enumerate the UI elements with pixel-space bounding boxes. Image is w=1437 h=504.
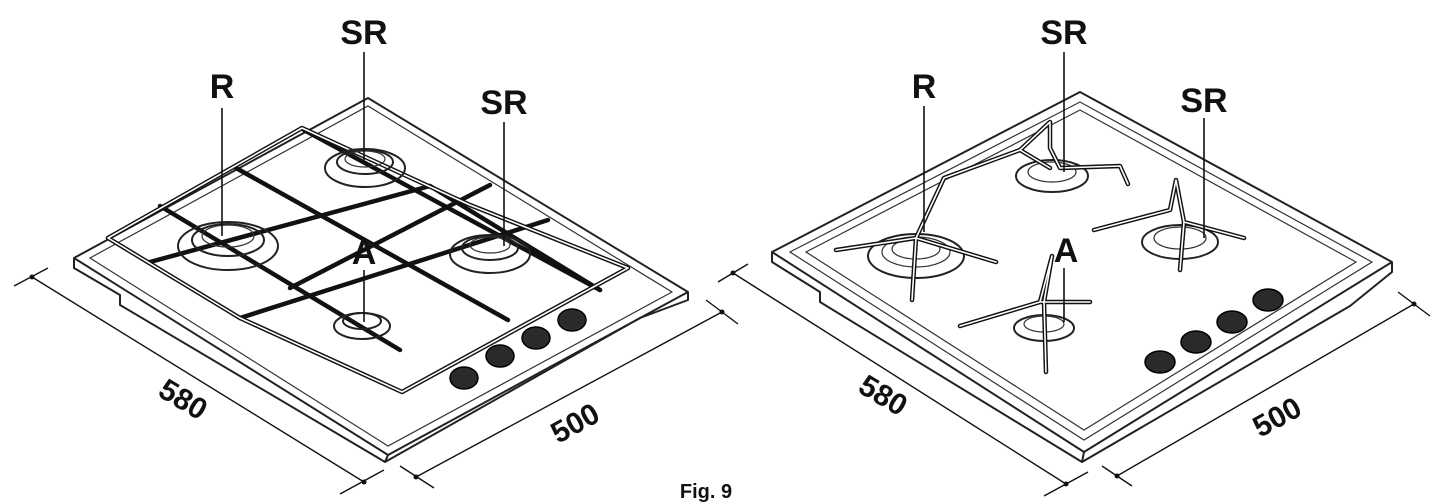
svg-text:500: 500 bbox=[546, 397, 606, 450]
right-hob-side bbox=[771, 252, 1393, 463]
left-label-sr-right: SR bbox=[480, 84, 527, 122]
right-label-rapid: R bbox=[912, 68, 937, 106]
figure-caption: Fig. 9 bbox=[680, 481, 732, 503]
left-burner-rapid bbox=[177, 221, 279, 271]
svg-text:580: 580 bbox=[853, 369, 913, 423]
left-label-rapid: R bbox=[210, 68, 235, 106]
right-hob-inner-rim bbox=[788, 101, 1374, 441]
right-label-sr-back: SR bbox=[1040, 14, 1087, 52]
left-knob-1 bbox=[449, 366, 479, 390]
right-knob-2 bbox=[1180, 330, 1212, 354]
left-burner-auxiliary bbox=[333, 312, 391, 340]
left-hob-side bbox=[73, 258, 689, 463]
left-control-knobs bbox=[449, 308, 587, 390]
left-burner-semi-rapid-back bbox=[324, 148, 406, 188]
left-burner-semi-rapid-right bbox=[449, 234, 531, 274]
left-label-sr-back: SR bbox=[340, 14, 387, 52]
right-label-auxiliary: A bbox=[1054, 232, 1079, 270]
left-hob: R SR SR A 580 500 bbox=[13, 14, 739, 495]
left-knob-4 bbox=[557, 308, 587, 332]
svg-text:500: 500 bbox=[1248, 391, 1308, 444]
left-knob-3 bbox=[521, 326, 551, 350]
right-pan-supports bbox=[833, 119, 1247, 375]
right-burner-semi-rapid-back bbox=[1015, 159, 1089, 193]
right-hob: R SR SR A 580 500 bbox=[717, 14, 1431, 497]
left-knob-2 bbox=[485, 344, 515, 368]
right-label-sr-right: SR bbox=[1180, 82, 1227, 120]
left-dimension-depth: 580 bbox=[13, 267, 385, 495]
right-knob-4 bbox=[1252, 288, 1284, 312]
right-knob-3 bbox=[1216, 310, 1248, 334]
right-dimension-depth: 580 bbox=[717, 263, 1089, 497]
left-label-auxiliary: A bbox=[352, 234, 377, 272]
svg-text:580: 580 bbox=[153, 373, 213, 427]
right-control-knobs bbox=[1144, 288, 1284, 374]
left-hob-top-rim bbox=[88, 105, 674, 447]
right-knob-1 bbox=[1144, 350, 1176, 374]
